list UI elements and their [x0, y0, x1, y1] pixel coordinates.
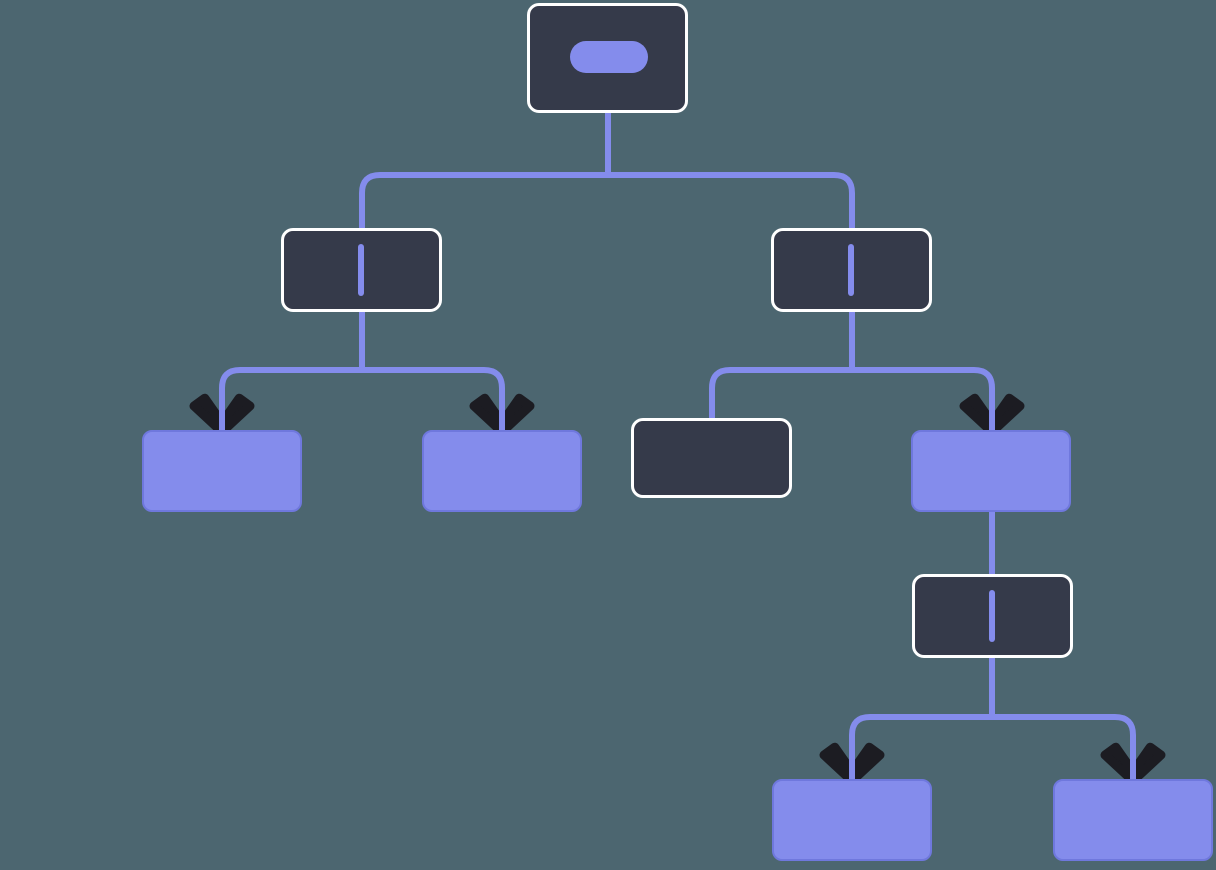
level4-dark-node[interactable] — [912, 574, 1073, 658]
level3-dark-leaf-node[interactable] — [631, 418, 792, 498]
node-bar-glyph — [358, 244, 364, 296]
node-pill-glyph — [570, 41, 648, 73]
leaf-node-5[interactable] — [1053, 779, 1213, 861]
node-bar-glyph — [848, 244, 854, 296]
leaf-node-1[interactable] — [142, 430, 302, 512]
leaf-node-2[interactable] — [422, 430, 582, 512]
leaf-node-3[interactable] — [911, 430, 1071, 512]
node-bar-glyph — [989, 590, 995, 642]
leaf-node-4[interactable] — [772, 779, 932, 861]
